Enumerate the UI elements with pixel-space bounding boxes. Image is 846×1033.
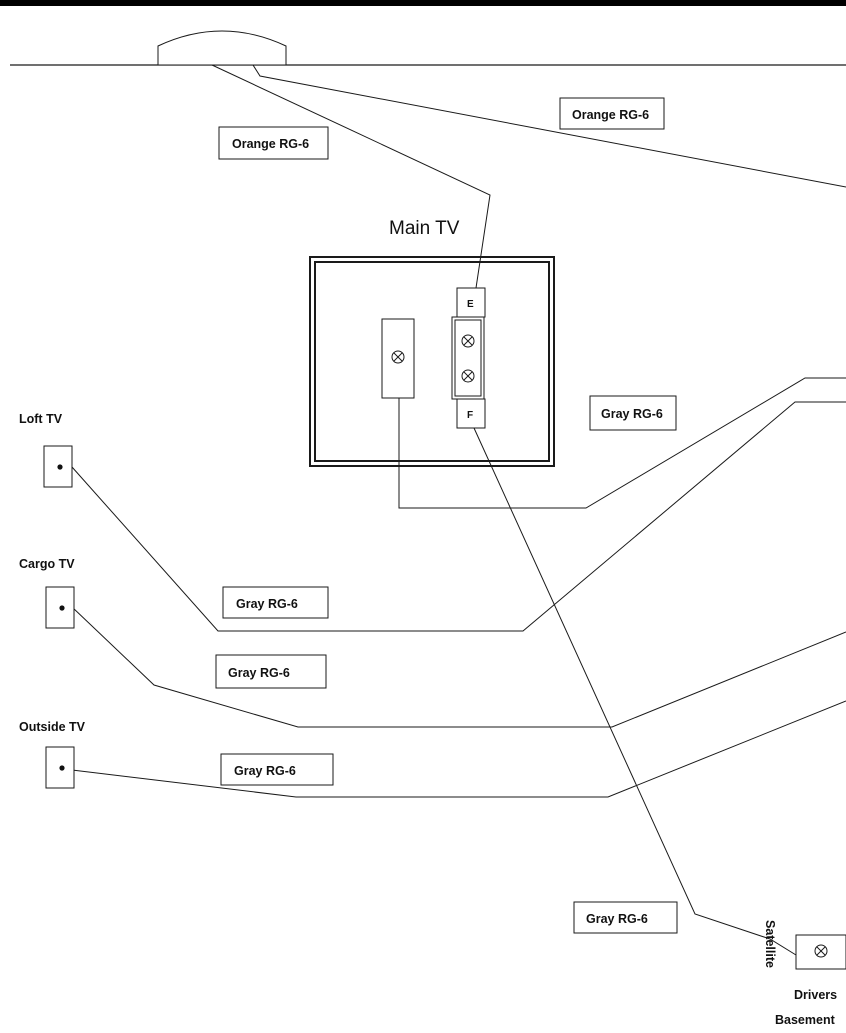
main-tv-title: Main TV [389, 218, 460, 239]
svg-text:Orange RG-6: Orange RG-6 [572, 108, 649, 122]
main-tv-port-e-box [456, 287, 486, 318]
cable-label-gray-loft: Gray RG-6 [222, 586, 329, 619]
main-tv-splitter-inner [454, 319, 482, 397]
cable-label-orange-right: Orange RG-6 [559, 97, 665, 130]
svg-text:Gray RG-6: Gray RG-6 [228, 666, 290, 680]
satellite-label: Satellite [763, 920, 777, 968]
loft-tv-label: Loft TV [19, 412, 63, 426]
crossed-circle-icon [461, 334, 475, 348]
wire-orange-left [211, 64, 491, 289]
svg-text:Gray RG-6: Gray RG-6 [236, 597, 298, 611]
satellite-box [795, 934, 846, 970]
main-tv-connector-plate [381, 318, 415, 399]
drivers-label: Drivers [794, 988, 837, 1002]
cable-label-gray-main: Gray RG-6 [589, 395, 677, 431]
dot-icon [59, 605, 65, 611]
dot-icon [57, 464, 63, 470]
wire-gray-main [398, 377, 846, 509]
cable-label-gray-satellite: Gray RG-6 [573, 901, 678, 934]
svg-text:Orange RG-6: Orange RG-6 [232, 137, 309, 151]
main-tv-port-f: F [467, 410, 473, 421]
main-tv-port-f-box [456, 398, 486, 429]
outside-tv-label: Outside TV [19, 720, 86, 734]
dot-icon [59, 765, 65, 771]
main-tv-inner-frame [314, 261, 550, 462]
top-border [0, 0, 846, 6]
wire-orange-right [252, 64, 846, 188]
basement-label: Basement [775, 1013, 836, 1027]
cable-label-orange-left: Orange RG-6 [218, 126, 329, 160]
wire-gray-cargo [71, 606, 846, 728]
svg-text:Gray RG-6: Gray RG-6 [601, 407, 663, 421]
svg-text:Gray RG-6: Gray RG-6 [234, 764, 296, 778]
cargo-tv-label: Cargo TV [19, 557, 75, 571]
main-tv-outer-frame [309, 256, 555, 467]
wire-gray-loft [71, 401, 846, 632]
wire-gray-outside [71, 700, 846, 798]
wire-gray-satellite [473, 427, 797, 956]
crossed-circle-icon [814, 944, 828, 958]
crossed-circle-icon [391, 350, 405, 364]
svg-text:Gray RG-6: Gray RG-6 [586, 912, 648, 926]
crossed-circle-icon [461, 369, 475, 383]
cable-label-gray-outside: Gray RG-6 [220, 753, 334, 786]
main-tv-port-e: E [467, 299, 474, 310]
main-tv-splitter-body [451, 316, 485, 400]
roof-dome-icon [157, 30, 287, 66]
cable-label-gray-cargo: Gray RG-6 [215, 654, 327, 689]
